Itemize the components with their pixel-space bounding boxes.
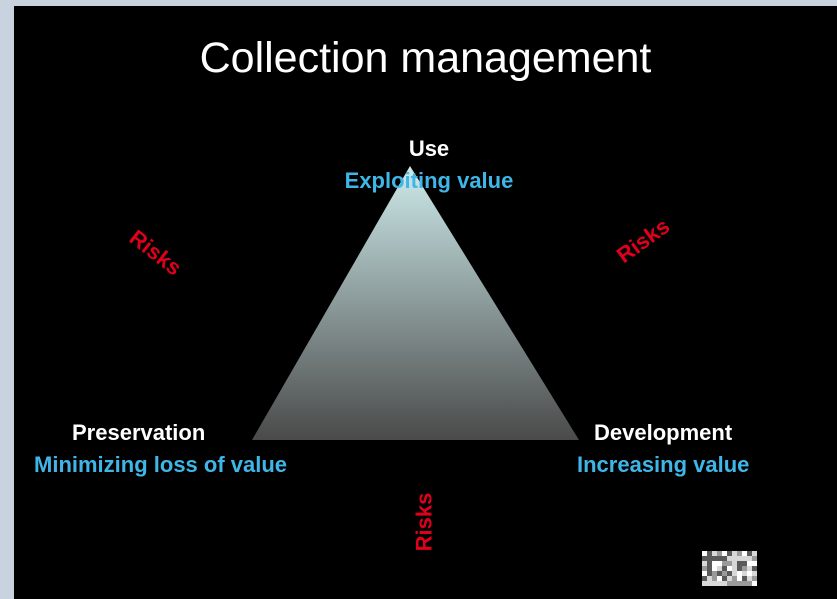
logo-cell <box>717 581 722 586</box>
logo-cell <box>717 566 722 571</box>
logo-cell <box>732 576 737 581</box>
logo-cell <box>737 581 742 586</box>
logo-cell <box>712 551 717 556</box>
logo-cell <box>722 581 727 586</box>
logo-cell <box>722 551 727 556</box>
logo-cell <box>747 551 752 556</box>
logo-cell <box>747 576 752 581</box>
logo-cell <box>702 556 707 561</box>
logo-cell <box>722 576 727 581</box>
logo-cell <box>752 561 757 566</box>
logo-cell <box>727 571 732 576</box>
logo-cell <box>707 566 712 571</box>
logo-cell <box>742 561 747 566</box>
logo-cell <box>737 566 742 571</box>
logo-cell <box>717 576 722 581</box>
logo-cell <box>707 571 712 576</box>
logo-cell <box>722 561 727 566</box>
logo-cell <box>752 581 757 586</box>
logo-cell <box>712 571 717 576</box>
logo-cell <box>747 571 752 576</box>
logo-cell <box>717 551 722 556</box>
node-use-name: Use <box>408 136 450 161</box>
logo-cell <box>702 561 707 566</box>
logo-cell <box>752 566 757 571</box>
logo-cell <box>712 556 717 561</box>
logo-cell <box>752 571 757 576</box>
logo-cell <box>722 566 727 571</box>
logo-cell <box>702 571 707 576</box>
logo-cell <box>727 556 732 561</box>
triangle-shape <box>252 166 579 440</box>
logo-cell <box>747 561 752 566</box>
logo-cell <box>742 571 747 576</box>
logo-cell <box>737 561 742 566</box>
slide-title: Collection management <box>199 34 652 82</box>
logo-cell <box>732 581 737 586</box>
logo-cell <box>737 576 742 581</box>
logo-cell <box>727 551 732 556</box>
logo-cell <box>737 556 742 561</box>
logo-cell <box>702 576 707 581</box>
logo-cell <box>732 556 737 561</box>
logo-cell <box>732 561 737 566</box>
logo-cell <box>717 561 722 566</box>
logo-cell <box>752 576 757 581</box>
logo-cell <box>712 576 717 581</box>
logo-cell <box>752 551 757 556</box>
logo-cell <box>742 581 747 586</box>
checkered-logo-icon <box>702 551 757 586</box>
value-triangle <box>252 166 579 440</box>
logo-cell <box>727 581 732 586</box>
logo-cell <box>707 581 712 586</box>
logo-cell <box>742 551 747 556</box>
logo-cell <box>747 566 752 571</box>
logo-cell <box>707 576 712 581</box>
logo-cell <box>732 571 737 576</box>
logo-cell <box>707 556 712 561</box>
logo-cell <box>747 556 752 561</box>
node-use-desc: Exploiting value <box>344 168 514 193</box>
logo-cell <box>742 566 747 571</box>
logo-cell <box>737 571 742 576</box>
logo-cell <box>732 551 737 556</box>
logo-cell <box>737 551 742 556</box>
logo-cell <box>717 571 722 576</box>
logo-cell <box>742 556 747 561</box>
slide: Collection management Use Exploiting val… <box>14 6 837 599</box>
logo-cell <box>747 581 752 586</box>
node-development-name: Development <box>594 420 733 445</box>
logo-cell <box>712 561 717 566</box>
logo-cell <box>712 581 717 586</box>
logo-cell <box>707 561 712 566</box>
logo-cell <box>752 556 757 561</box>
logo-cell <box>702 551 707 556</box>
logo-cell <box>717 556 722 561</box>
logo-cell <box>727 566 732 571</box>
logo-cell <box>702 581 707 586</box>
logo-cell <box>702 566 707 571</box>
risk-label-bottom: Risks <box>411 492 437 552</box>
logo-cell <box>732 566 737 571</box>
logo-cell <box>722 556 727 561</box>
logo-cell <box>727 576 732 581</box>
logo-cell <box>727 561 732 566</box>
logo-cell <box>722 571 727 576</box>
logo-cell <box>707 551 712 556</box>
node-development-desc: Increasing value <box>577 452 750 477</box>
node-preservation-desc: Minimizing loss of value <box>34 452 288 477</box>
logo-cell <box>742 576 747 581</box>
node-preservation-name: Preservation <box>72 420 206 445</box>
logo-cell <box>712 566 717 571</box>
